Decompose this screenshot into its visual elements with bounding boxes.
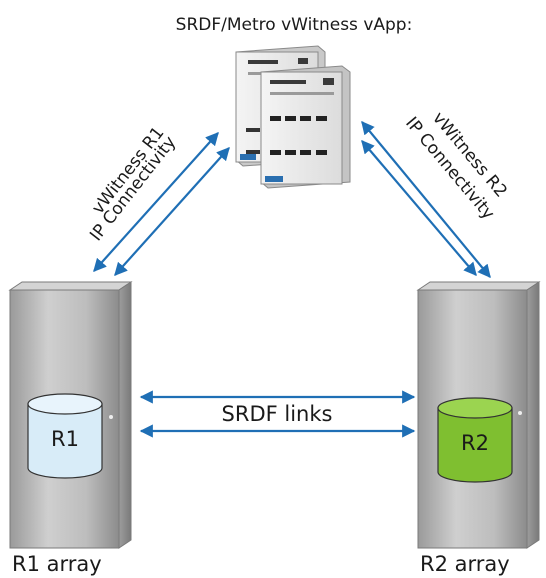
- vwitness-r1-arrow-inner: [114, 147, 230, 276]
- r1-disk-icon: [27, 393, 103, 479]
- vwitness-r2-arrow-inner: [361, 139, 477, 277]
- srdf-links-label: SRDF links: [222, 402, 333, 426]
- vwitness-r1-arrows: [93, 132, 230, 276]
- r1-array-label: R1 array: [12, 552, 102, 576]
- r2-disk-icon: [437, 397, 513, 483]
- diagram-title: SRDF/Metro vWitness vApp:: [176, 15, 413, 35]
- srdf-link-arrows: [139, 390, 416, 438]
- r2-disk-label: R2: [461, 431, 489, 455]
- r1-disk-label: R1: [51, 427, 79, 451]
- server-icon: [235, 45, 351, 189]
- vwitness-r2-arrows: [361, 120, 491, 279]
- r2-array-label: R2 array: [420, 552, 510, 576]
